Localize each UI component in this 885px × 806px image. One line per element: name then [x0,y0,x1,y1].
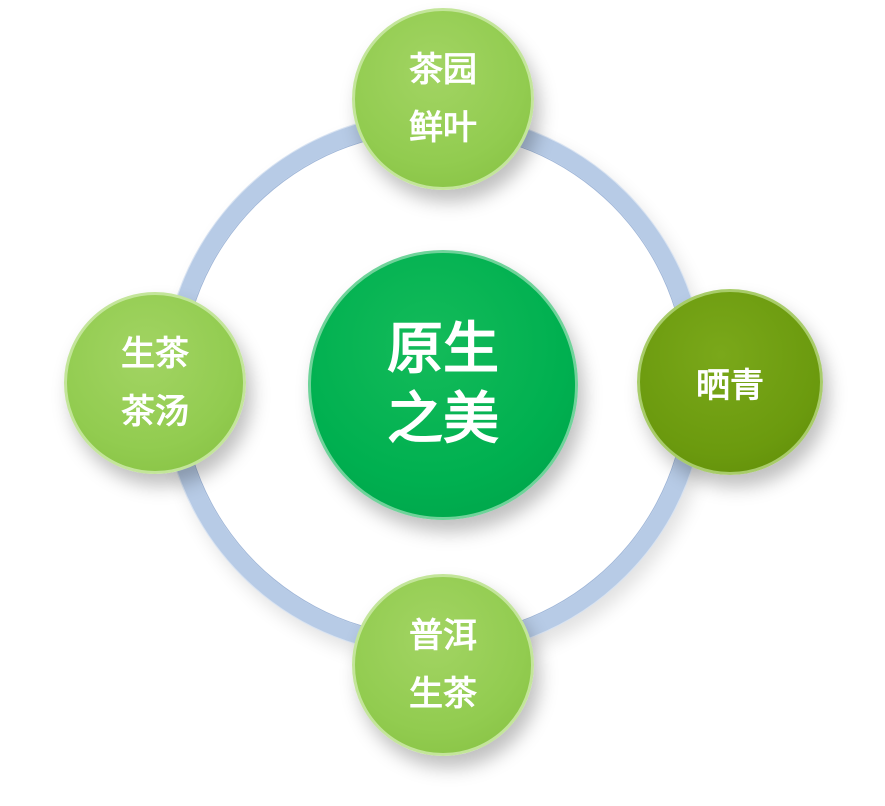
node-bottom-line1: 普洱 [409,616,477,656]
node-bottom: 普洱 生茶 [352,574,534,756]
center-line1: 原生 [387,317,499,382]
center-line2: 之美 [387,387,499,452]
node-left-line1: 生茶 [121,334,189,374]
node-top: 茶园 鲜叶 [352,8,534,190]
node-bottom-line2: 生茶 [409,674,477,714]
node-right-line1: 晒青 [696,365,764,406]
node-top-line2: 鲜叶 [409,108,477,148]
node-left-line2: 茶汤 [121,392,189,432]
node-right: 晒青 [637,289,823,475]
node-top-line1: 茶园 [409,50,477,90]
node-left: 生茶 茶汤 [64,292,246,474]
center-node: 原生 之美 [308,250,578,520]
